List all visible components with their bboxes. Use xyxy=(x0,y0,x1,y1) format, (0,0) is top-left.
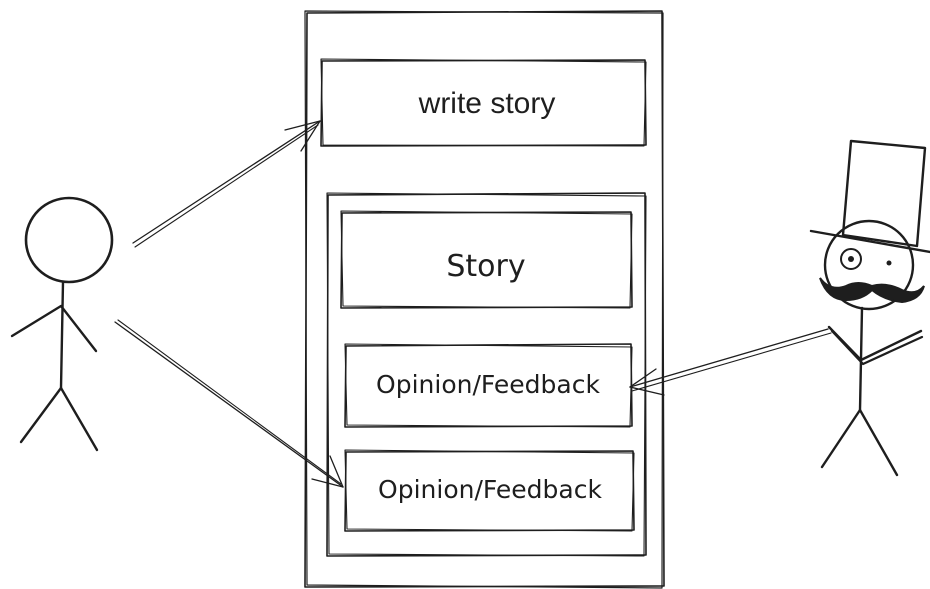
app-frame xyxy=(304,10,665,589)
feedback-bottom-label: Opinion/Feedback xyxy=(378,475,602,504)
write-story-label: write story xyxy=(418,87,556,120)
arrow-to-feedback-bottom xyxy=(114,319,344,488)
feedback-box-top: Opinion/Feedback xyxy=(344,343,633,428)
arrow-to-feedback-top xyxy=(629,328,832,396)
feedback-box-bottom[interactable]: Opinion/Feedback xyxy=(344,449,635,532)
stick-figure-icon xyxy=(10,196,114,452)
feedback-top-label: Opinion/Feedback xyxy=(376,370,600,399)
content-frame xyxy=(326,192,647,557)
write-story-box[interactable]: write story xyxy=(320,58,647,147)
top-hat-gentleman-icon xyxy=(809,139,930,477)
story-label: Story xyxy=(446,249,525,284)
arrow-to-write-story xyxy=(132,120,321,248)
story-box: Story xyxy=(340,210,633,309)
